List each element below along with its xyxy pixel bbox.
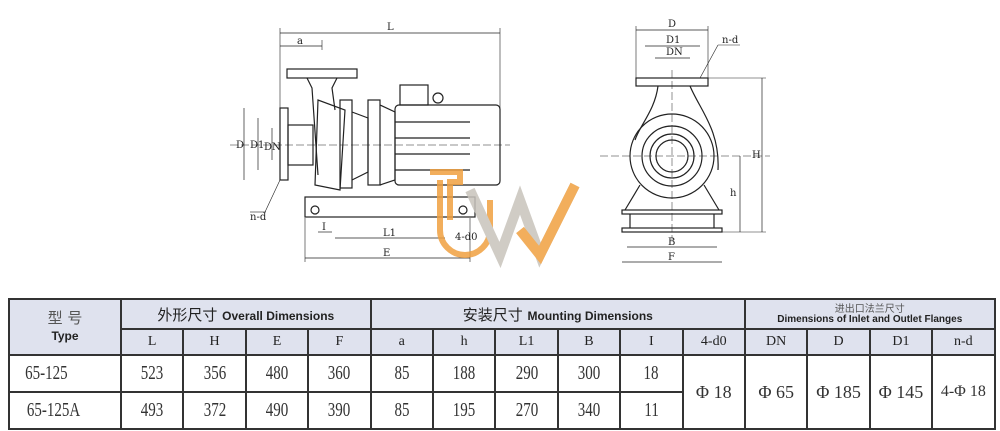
cell-model: 65-125A [8,391,122,430]
label-DN: DN [666,47,683,58]
col-header: E [244,328,310,356]
col-header: D1 [868,328,934,356]
group-overall-cn: 外形尺寸 [157,305,218,324]
cell-h: 195 [431,391,497,430]
label-I: I [322,222,326,233]
group-overall: 外形尺寸 Overall Dimensions [120,298,372,330]
cell-n-d: 4-Φ 18 [931,354,996,430]
cell-L: 493 [119,391,185,430]
group-mounting-en: Mounting Dimensions [527,308,653,323]
col-header: H [182,328,247,356]
col-header: a [369,328,434,356]
cell-model: 65-125 [8,354,122,393]
cell-L1: 290 [494,354,559,393]
cell-4-d0: Φ 18 [681,354,746,430]
cell-I: 11 [619,391,684,430]
col-header: L [119,328,185,356]
col-header: L1 [494,328,559,356]
cell-B: 340 [556,391,622,430]
group-flanges-cn: 进出口法兰尺寸 [834,303,905,315]
label-B: B [668,237,675,248]
col-header: F [307,328,372,356]
label-D: D [236,140,244,151]
pump-dimension-drawing: L a D D1 DN n-d I L1 E 4-d0 [230,19,770,269]
table-row: 65-125 523 356 480 360 85 188 290 300 18… [8,354,996,430]
group-mounting: 安装尺寸 Mounting Dimensions [369,298,746,330]
side-view-labels: L a D D1 DN n-d I L1 E 4-d0 [236,22,478,259]
cell-F: 390 [307,391,372,430]
front-view [600,26,770,263]
label-D1: D1 [666,35,680,46]
type-header-en: Type [51,329,79,343]
company-logo [430,169,580,269]
label-D1: D1 [250,140,264,151]
col-header: n-d [931,328,996,356]
cell-H: 356 [182,354,247,393]
label-DN: DN [264,142,281,153]
label-h: h [730,188,737,199]
cell-B: 300 [556,354,622,393]
col-header: 4-d0 [681,328,746,356]
side-view [230,28,510,262]
table-row: 65-125A 493 372 490 390 85 195 270 340 1… [8,391,995,430]
cell-F: 360 [307,354,372,393]
cell-a: 85 [369,354,434,393]
label-L: L [387,22,394,33]
type-header: 型 号 Type [8,298,122,356]
col-header: D [806,328,871,356]
group-mounting-cn: 安装尺寸 [462,305,523,324]
label-F: F [668,252,675,263]
cell-L: 523 [119,354,185,393]
label-L1: L1 [383,228,396,239]
dimension-table: 型 号 Type 外形尺寸 Overall Dimensions 安装尺寸 Mo… [8,298,996,430]
cell-E: 490 [244,391,310,430]
cell-L1: 270 [494,391,559,430]
label-a: a [297,36,303,47]
col-header: I [619,328,684,356]
group-flanges-en: Dimensions of Inlet and Outlet Flanges [777,313,963,325]
cell-D: Φ 185 [806,354,871,430]
cell-h: 188 [431,354,497,393]
cell-a: 85 [369,391,434,430]
label-n-d: n-d [250,212,267,223]
cell-D1: Φ 145 [868,354,934,430]
col-header: DN [743,328,809,356]
cell-DN: Φ 65 [743,354,809,430]
label-D: D [668,19,676,30]
label-n-d: n-d [722,35,739,46]
cell-E: 480 [244,354,310,393]
group-overall-en: Overall Dimensions [222,308,335,323]
front-view-labels: D D1 DN n-d H h B F [666,19,761,263]
label-4-d0: 4-d0 [455,232,478,243]
label-E: E [383,248,390,259]
type-header-cn: 型 号 [47,309,83,327]
col-header: B [556,328,622,356]
col-header: h [431,328,497,356]
label-H: H [752,150,761,161]
cell-I: 18 [619,354,684,393]
cell-H: 372 [182,391,247,430]
